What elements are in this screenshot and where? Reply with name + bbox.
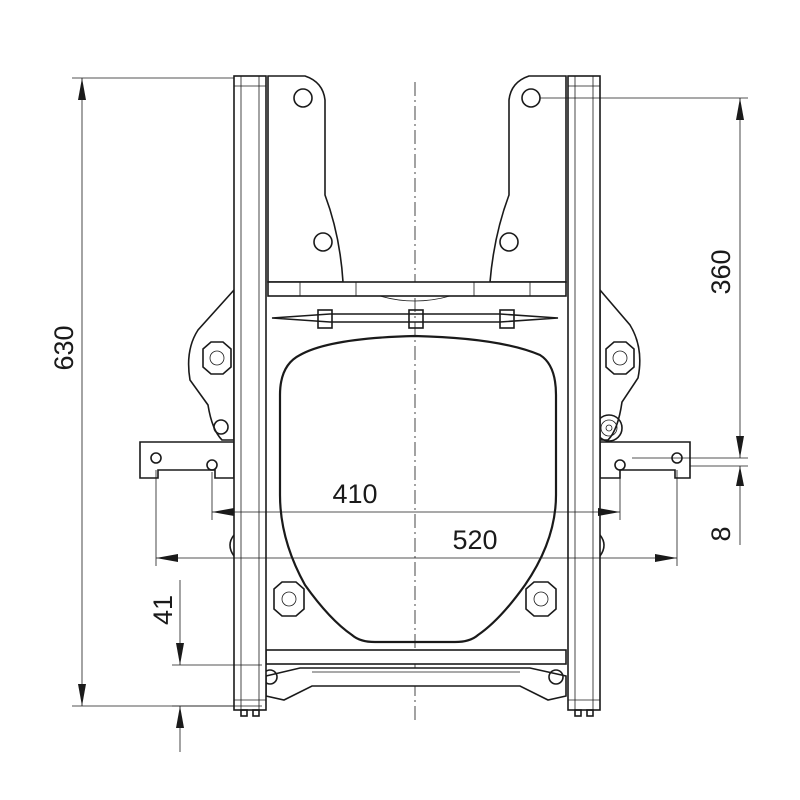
dimension-bracket-thickness [690, 465, 748, 545]
dimension-bottom-offset [172, 580, 262, 752]
rail-foot-left [240, 709, 248, 717]
dimension-inner-width [211, 472, 621, 520]
left-gusset-plate [187, 287, 235, 441]
rail-foot-right [586, 709, 594, 717]
rail-knob-left [229, 534, 235, 557]
clamp-bar [271, 313, 559, 323]
dimension-label-8: 8 [706, 526, 736, 541]
right-rail [567, 75, 601, 711]
top-cross-plate [267, 281, 567, 297]
hex-bolt-left-upper [202, 341, 232, 375]
bolt-hole [150, 452, 162, 464]
clamp-bolt [499, 309, 515, 329]
bolt-hole [213, 419, 229, 435]
left-upper-bracket [267, 75, 344, 283]
rail-foot-left [252, 709, 260, 717]
bolt-hole [206, 459, 218, 471]
dimension-label-630: 630 [49, 325, 79, 370]
dimension-label-410: 410 [332, 479, 377, 509]
dimension-label-360: 360 [706, 249, 736, 294]
rail-knob-right [599, 534, 605, 557]
dimension-outer-width [155, 470, 678, 566]
right-side-bracket [599, 441, 691, 479]
rail-foot-right [574, 709, 582, 717]
left-rail [233, 75, 267, 711]
bolt-hole [313, 232, 333, 252]
hex-bolt-right-lower [525, 581, 557, 617]
dimension-mount-height [540, 97, 748, 459]
dimension-label-41: 41 [148, 595, 178, 625]
bolt-hole [548, 669, 564, 685]
clamp-bolt [317, 309, 333, 329]
bottom-cross-bar [265, 649, 567, 665]
bolt-hole [499, 232, 519, 252]
bottom-link [265, 667, 567, 701]
top-cross-plate-detail [299, 282, 531, 302]
bolt-hole [293, 88, 313, 108]
seat-back-outline [278, 334, 558, 644]
clamp-bolt [408, 309, 424, 329]
left-side-bracket [139, 441, 235, 479]
dimension-label-520: 520 [452, 525, 497, 555]
bolt-hole [614, 459, 626, 471]
right-upper-bracket [489, 75, 567, 283]
hex-bolt-right-upper [605, 341, 635, 375]
hex-bolt-left-lower [273, 581, 305, 617]
